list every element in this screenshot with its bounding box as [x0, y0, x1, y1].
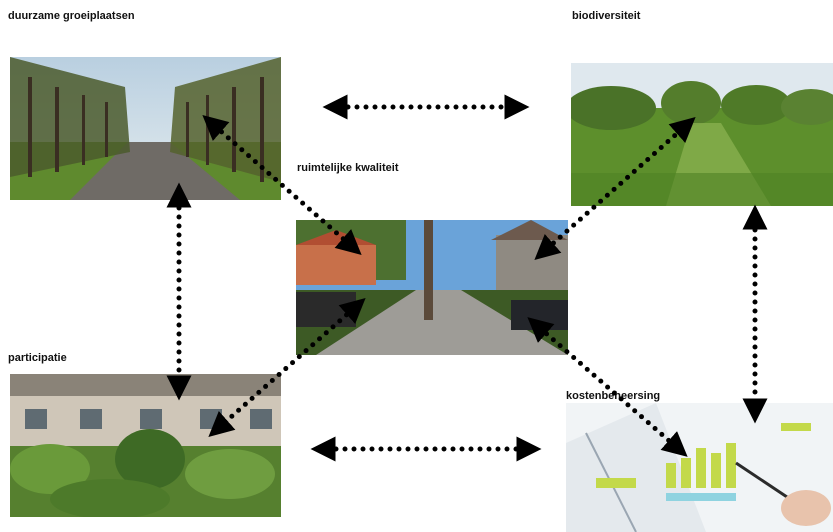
label-participatie: participatie	[8, 352, 67, 364]
label-ruimtelijke-kwaliteit: ruimtelijke kwaliteit	[297, 162, 399, 174]
label-duurzame-groeiplaatsen: duurzame groeiplaatsen	[8, 10, 135, 22]
photo-houses-garden	[10, 374, 281, 517]
photo-street	[296, 220, 568, 355]
photo-tree-lane	[10, 57, 281, 200]
label-kostenbeheersing: kostenbeheersing	[566, 390, 661, 402]
photo-meadow	[571, 63, 833, 206]
photo-chart-paper	[566, 403, 833, 532]
label-biodiversiteit: biodiversiteit	[572, 10, 641, 22]
